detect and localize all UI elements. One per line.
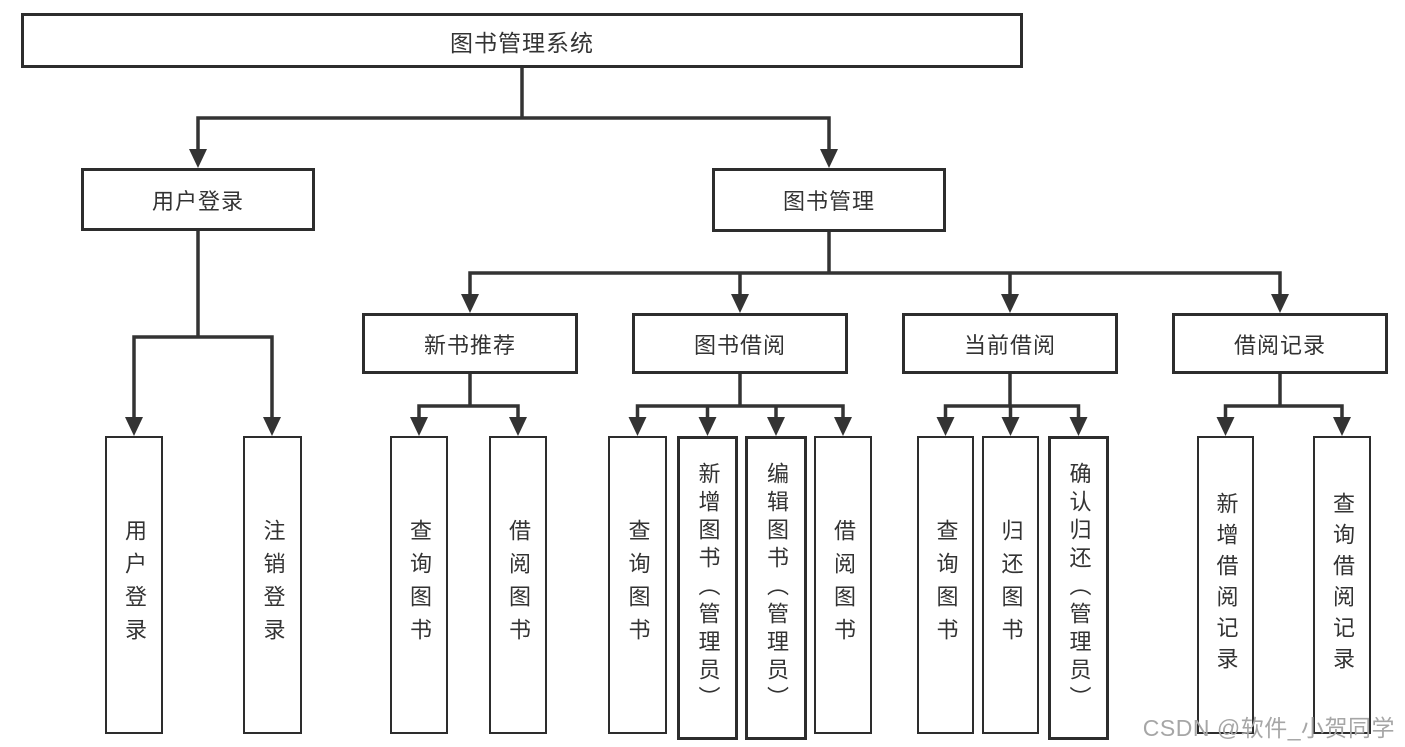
node-label: 图书借阅 (693, 332, 786, 358)
node-new-book-recommend: 新书推荐 (362, 313, 578, 374)
leaf-label: 查询借阅记录 (1330, 492, 1355, 678)
node-user-login: 用户登录 (81, 168, 315, 231)
leaf-confirm-return-admin: 确认归还（管理员） (1048, 436, 1109, 740)
leaf-label: 新增借阅记录 (1213, 492, 1239, 678)
leaf-label: 借阅图书 (506, 519, 531, 651)
leaf-logout: 注销登录 (243, 436, 302, 734)
leaf-label: 确认归还（管理员） (1066, 462, 1092, 714)
leaf-borrow-books-recommend: 借阅图书 (489, 436, 547, 734)
node-label: 图书管理系统 (450, 29, 594, 56)
node-label: 用户登录 (151, 188, 244, 214)
leaf-label: 编辑图书（管理员） (764, 462, 789, 714)
leaf-user-login: 用户登录 (105, 436, 163, 734)
leaf-label: 查询图书 (625, 519, 651, 651)
leaf-return-book: 归还图书 (982, 436, 1039, 734)
node-label: 新书推荐 (423, 332, 516, 358)
node-label: 借阅记录 (1233, 332, 1326, 358)
node-current-borrowing: 当前借阅 (902, 313, 1118, 374)
node-book-management: 图书管理 (712, 168, 946, 232)
csdn-watermark: CSDN @软件_小贺同学 (1142, 715, 1395, 741)
leaf-query-books-current: 查询图书 (917, 436, 974, 734)
leaf-label: 归还图书 (998, 519, 1024, 651)
leaf-query-borrow-record: 查询借阅记录 (1313, 436, 1371, 734)
leaf-edit-book-admin: 编辑图书（管理员） (745, 436, 807, 740)
leaf-label: 查询图书 (933, 519, 959, 651)
leaf-label: 借阅图书 (831, 519, 856, 651)
leaf-label: 新增图书（管理员） (695, 462, 721, 714)
leaf-label: 用户登录 (122, 519, 147, 651)
node-label: 图书管理 (782, 189, 875, 214)
node-borrowing-records: 借阅记录 (1172, 313, 1388, 374)
leaf-query-books-borrow: 查询图书 (608, 436, 667, 734)
leaf-borrow-books-borrow: 借阅图书 (814, 436, 872, 734)
leaf-query-books-recommend: 查询图书 (390, 436, 448, 734)
leaf-label: 注销登录 (260, 519, 286, 651)
node-book-borrowing: 图书借阅 (632, 313, 848, 374)
node-label: 当前借阅 (963, 332, 1056, 358)
leaf-label: 查询图书 (407, 519, 432, 651)
node-root-system: 图书管理系统 (21, 13, 1023, 68)
leaf-add-borrow-record: 新增借阅记录 (1197, 436, 1254, 734)
leaf-add-book-admin: 新增图书（管理员） (677, 436, 738, 740)
